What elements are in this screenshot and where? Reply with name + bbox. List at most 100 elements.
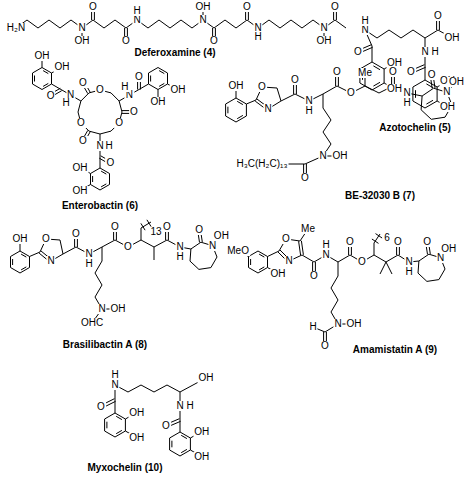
atom-label: OH [448,77,465,87]
atom-label: OH [53,62,70,72]
atom-label: O [433,11,443,21]
bond-line [190,438,191,450]
bond-line [11,268,21,274]
atom-label: H [304,106,313,116]
atom-label: H [185,401,194,411]
bond-line [335,20,346,28]
bond-line [250,259,251,265]
bond-line [102,240,115,247]
compound-name: Amamistatin A (9) [352,345,438,355]
atom-label: OH [440,244,457,254]
atom-label: O [257,82,267,92]
bond-line [100,157,101,168]
atom-label: N [420,47,429,57]
bond-line [249,251,259,257]
bond-line [141,385,154,392]
atom-label: OH [195,2,212,12]
atom-label: H [110,370,119,380]
bond-line [104,419,105,431]
bond-line [27,20,38,28]
bond-line [259,267,264,270]
atom-label: N [304,96,313,106]
atom-label: O [78,78,88,88]
atom-label: OH [198,373,215,383]
atom-label: H [402,98,411,108]
atom-label: O [393,237,403,247]
bond-line [181,435,187,438]
atom-label: OH [228,81,245,91]
bond-line [225,104,226,116]
bond-line [421,96,422,110]
bond-line [100,185,110,191]
atom-label: O [95,85,105,95]
bond-line [169,438,170,450]
atom-label: OH [169,85,186,95]
bond-line [418,261,420,273]
atom-label: H [404,267,413,277]
bond-line [291,20,302,28]
bond-line [159,20,170,28]
bond-line [21,254,26,257]
atom-label: N [284,256,293,266]
bond-line [171,441,172,448]
bond-line [89,131,100,134]
atom-label: OH [193,452,210,462]
bond-line [78,101,81,112]
atom-label: O [330,2,340,12]
bond-line [100,168,110,174]
atom-label: 13 [149,227,162,237]
bond-line [38,20,49,28]
bond-line [34,76,35,82]
bond-line [380,262,386,274]
bond-line [158,84,168,90]
atom-label: N [442,87,451,97]
bond-line [211,257,217,268]
bond-line [236,98,246,104]
atom-label: H [61,98,70,108]
bond-line [374,234,380,243]
atom-label: N [95,141,104,151]
atom-label: N [77,23,86,33]
bond-line [29,257,30,268]
atom-label: H [132,6,141,16]
bond-line [128,385,141,392]
bond-line [431,117,445,119]
atom-label: O [332,67,342,77]
bond-line [159,83,164,86]
atom-label: O [110,222,120,232]
bond-line [246,104,247,116]
atom-label: O [422,237,432,247]
bond-line [106,422,107,429]
bond-line [422,88,434,96]
atom-label: H [175,252,184,262]
atom-label: H [360,16,369,26]
atom-label: O [242,2,252,12]
bond-line [199,268,211,270]
bond-line [149,84,159,90]
bond-line [180,385,193,392]
bond-line [158,68,168,74]
bond-line [236,116,246,122]
bond-line [413,30,425,38]
bond-line [91,185,101,191]
bond-line [268,251,280,257]
bond-line [425,30,438,38]
bond-line [323,86,337,94]
bond-line [226,98,236,104]
bond-line [280,20,291,28]
atom-label: OH [12,234,29,244]
atom-label: OH [193,427,210,437]
bond-line [374,243,375,255]
bond-line [159,71,164,74]
atom-label: N [175,401,184,411]
bond-line [246,100,256,104]
compound-name: Brasilibactin A (8) [62,340,148,350]
atom-label: N [46,256,55,266]
atom-label: O [78,136,88,146]
bond-line [154,247,155,260]
atom-label: N [318,151,327,161]
atom-label: O [346,88,356,98]
bond-line [51,73,52,84]
bond-line [373,82,380,86]
